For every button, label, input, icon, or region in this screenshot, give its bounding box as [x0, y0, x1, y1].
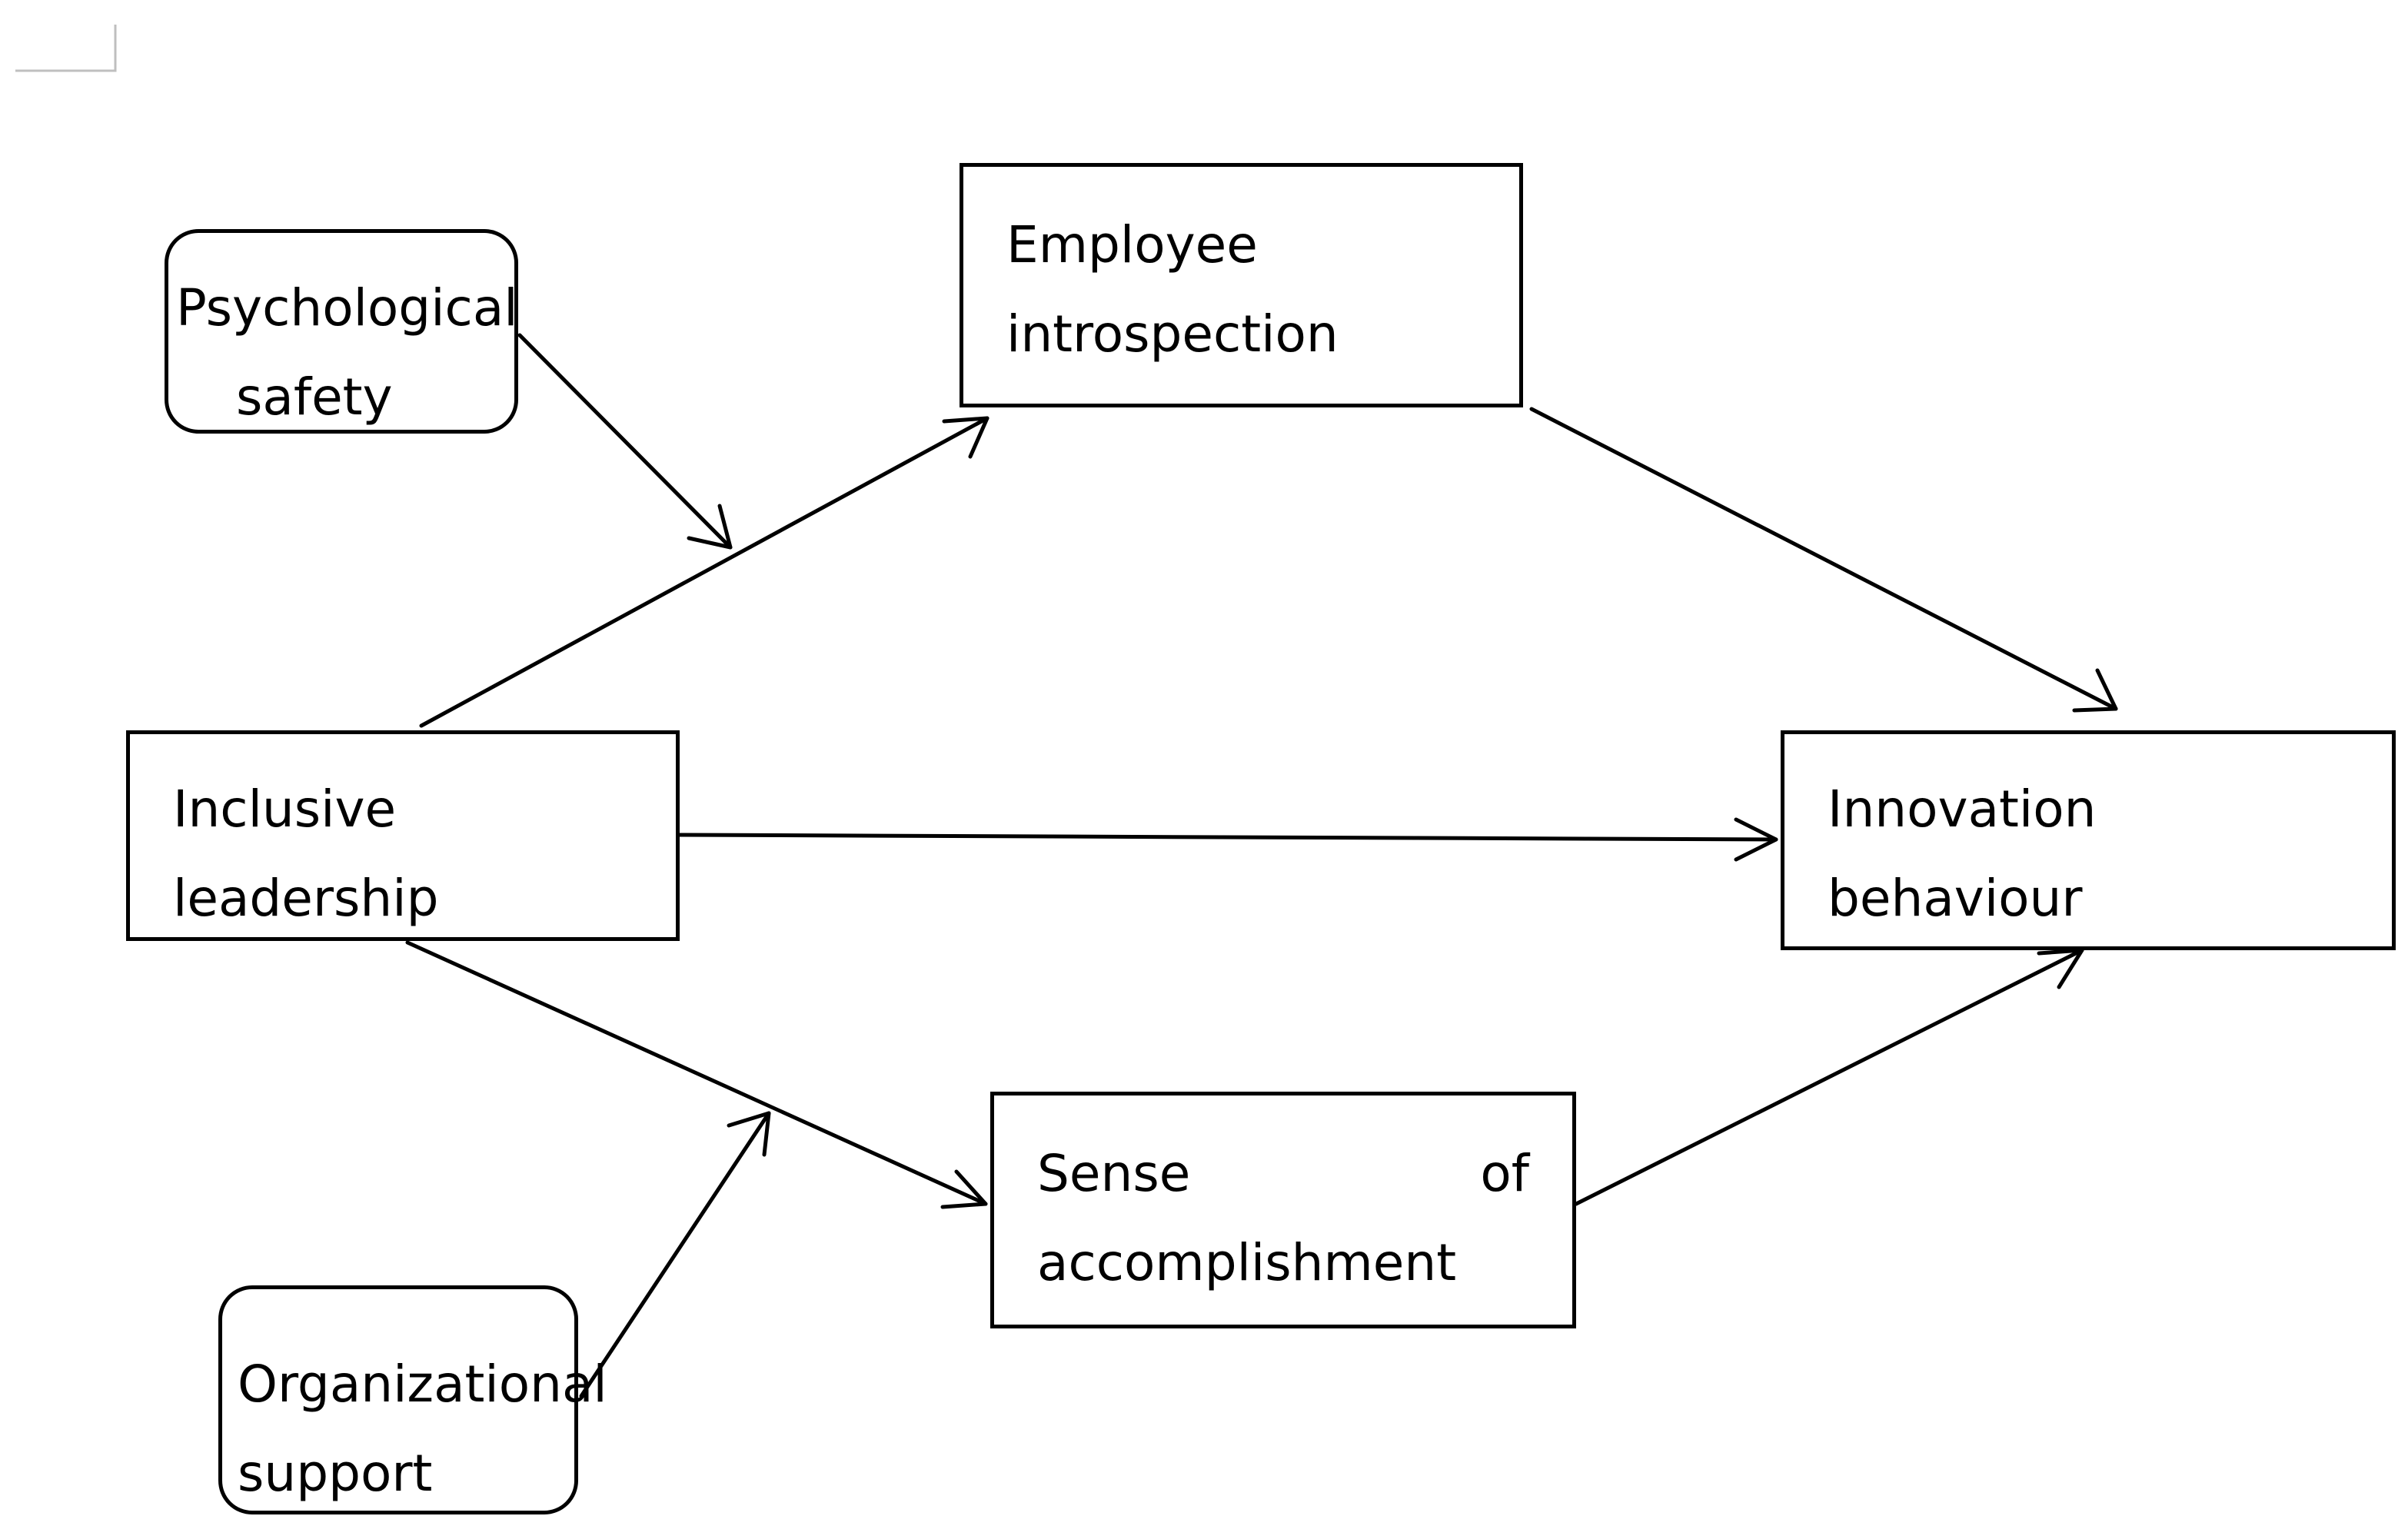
node-employee-introspection: Employee introspection [960, 163, 1523, 407]
arrow-leadership-to-accomplishment [405, 940, 988, 1206]
node-label-line-2: leadership [173, 869, 439, 928]
arrow-introspection-to-innovation [1529, 407, 2118, 711]
arrow-accomplishment-to-innovation [1574, 948, 2084, 1206]
node-label-word-right: of [1480, 1144, 1529, 1203]
node-organizational-support: Organizational support [218, 1285, 607, 1514]
arrowhead-introspection-to-innovation [2072, 668, 2118, 713]
node-inclusive-leadership: Inclusive leadership [126, 730, 680, 941]
node-label-line-1: Psychological [176, 278, 518, 337]
node-label-line-1: Sense of [1037, 1129, 1529, 1218]
arrow-psychological-safety-moderation [517, 333, 733, 550]
arrow-leadership-to-innovation [677, 833, 1778, 842]
corner-crop-mark [15, 25, 117, 72]
node-innovation-behaviour: Innovation behaviour [1781, 730, 2396, 950]
node-label-line-2: accomplishment [1037, 1233, 1457, 1292]
arrowhead-accomplishment-to-innovation [2037, 948, 2084, 989]
arrowhead-organizational-support-moderation [727, 1111, 771, 1157]
node-label-line-2: safety [236, 367, 393, 427]
arrowhead-leadership-to-innovation [1734, 817, 1778, 862]
node-psychological-safety: Psychological safety [165, 229, 518, 434]
node-label-line-2: support [238, 1444, 433, 1503]
arrowhead-leadership-to-accomplishment [940, 1169, 988, 1209]
arrow-organizational-support-moderation [579, 1111, 771, 1398]
node-label-line-2: introspection [1006, 304, 1339, 364]
arrowhead-psychological-safety-moderation [687, 504, 733, 550]
node-sense-of-accomplishment: Sense of accomplishment [990, 1092, 1576, 1328]
node-label-line-2: behaviour [1828, 869, 2083, 928]
arrowhead-leadership-to-introspection [942, 416, 989, 459]
node-label-line-1: Organizational [238, 1355, 607, 1414]
node-label-line-1: Innovation [1828, 780, 2097, 839]
node-label-line-1: Inclusive [173, 780, 397, 839]
node-label-line-1: Employee [1006, 215, 1258, 274]
arrow-leadership-to-introspection [419, 416, 989, 728]
node-label-word-left: Sense [1037, 1144, 1191, 1203]
